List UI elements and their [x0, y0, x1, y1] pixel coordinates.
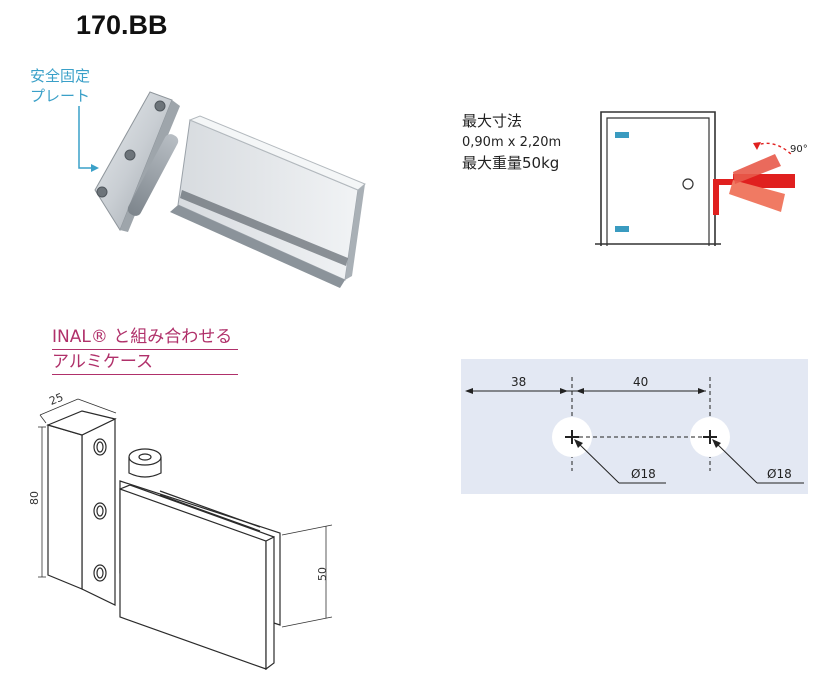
safety-plate-callout: 安全固定 プレート — [30, 66, 90, 106]
max-size-label: 最大寸法 — [462, 112, 523, 130]
door-diagram: 90° — [595, 111, 808, 246]
door-leaf-open — [729, 180, 785, 212]
hole2-diameter-label: Ø18 — [767, 467, 792, 481]
dim-left-label: 38 — [511, 375, 526, 389]
door-hinge-top — [615, 132, 629, 138]
callout-line1: 安全固定 — [30, 67, 91, 85]
hinge-product-image — [94, 91, 366, 288]
inal-link-line2[interactable]: アルミケース — [52, 350, 239, 375]
hole-layout-background — [461, 359, 808, 494]
max-weight-value: 50kg — [522, 154, 560, 172]
angle-label: 90° — [790, 144, 808, 155]
inal-link-line1[interactable]: INAL® と組み合わせる — [52, 325, 239, 350]
product-title: 170.BB — [76, 10, 168, 40]
spec-block: 最大寸法 0,90m x 2,20m 最大重量50kg — [462, 111, 561, 174]
dim-width-label: 25 — [47, 391, 65, 408]
dim-glass-label: 50 — [316, 567, 329, 581]
hinge-technical-drawing: 25 80 50 — [28, 391, 333, 670]
dim-height-label: 80 — [28, 491, 41, 505]
hole-layout-diagram: 38 40 Ø18 Ø18 — [461, 359, 808, 494]
door-hinge-bottom — [615, 226, 629, 232]
inal-case-link[interactable]: INAL® と組み合わせる アルミケース — [52, 325, 239, 375]
door-handle — [682, 178, 694, 190]
hole1-diameter-label: Ø18 — [631, 467, 656, 481]
max-weight-label: 最大重量 — [462, 154, 523, 172]
callout-line2: プレート — [30, 87, 91, 105]
max-size-value: 0,90m x 2,20m — [462, 135, 562, 150]
dim-right-label: 40 — [633, 375, 648, 389]
